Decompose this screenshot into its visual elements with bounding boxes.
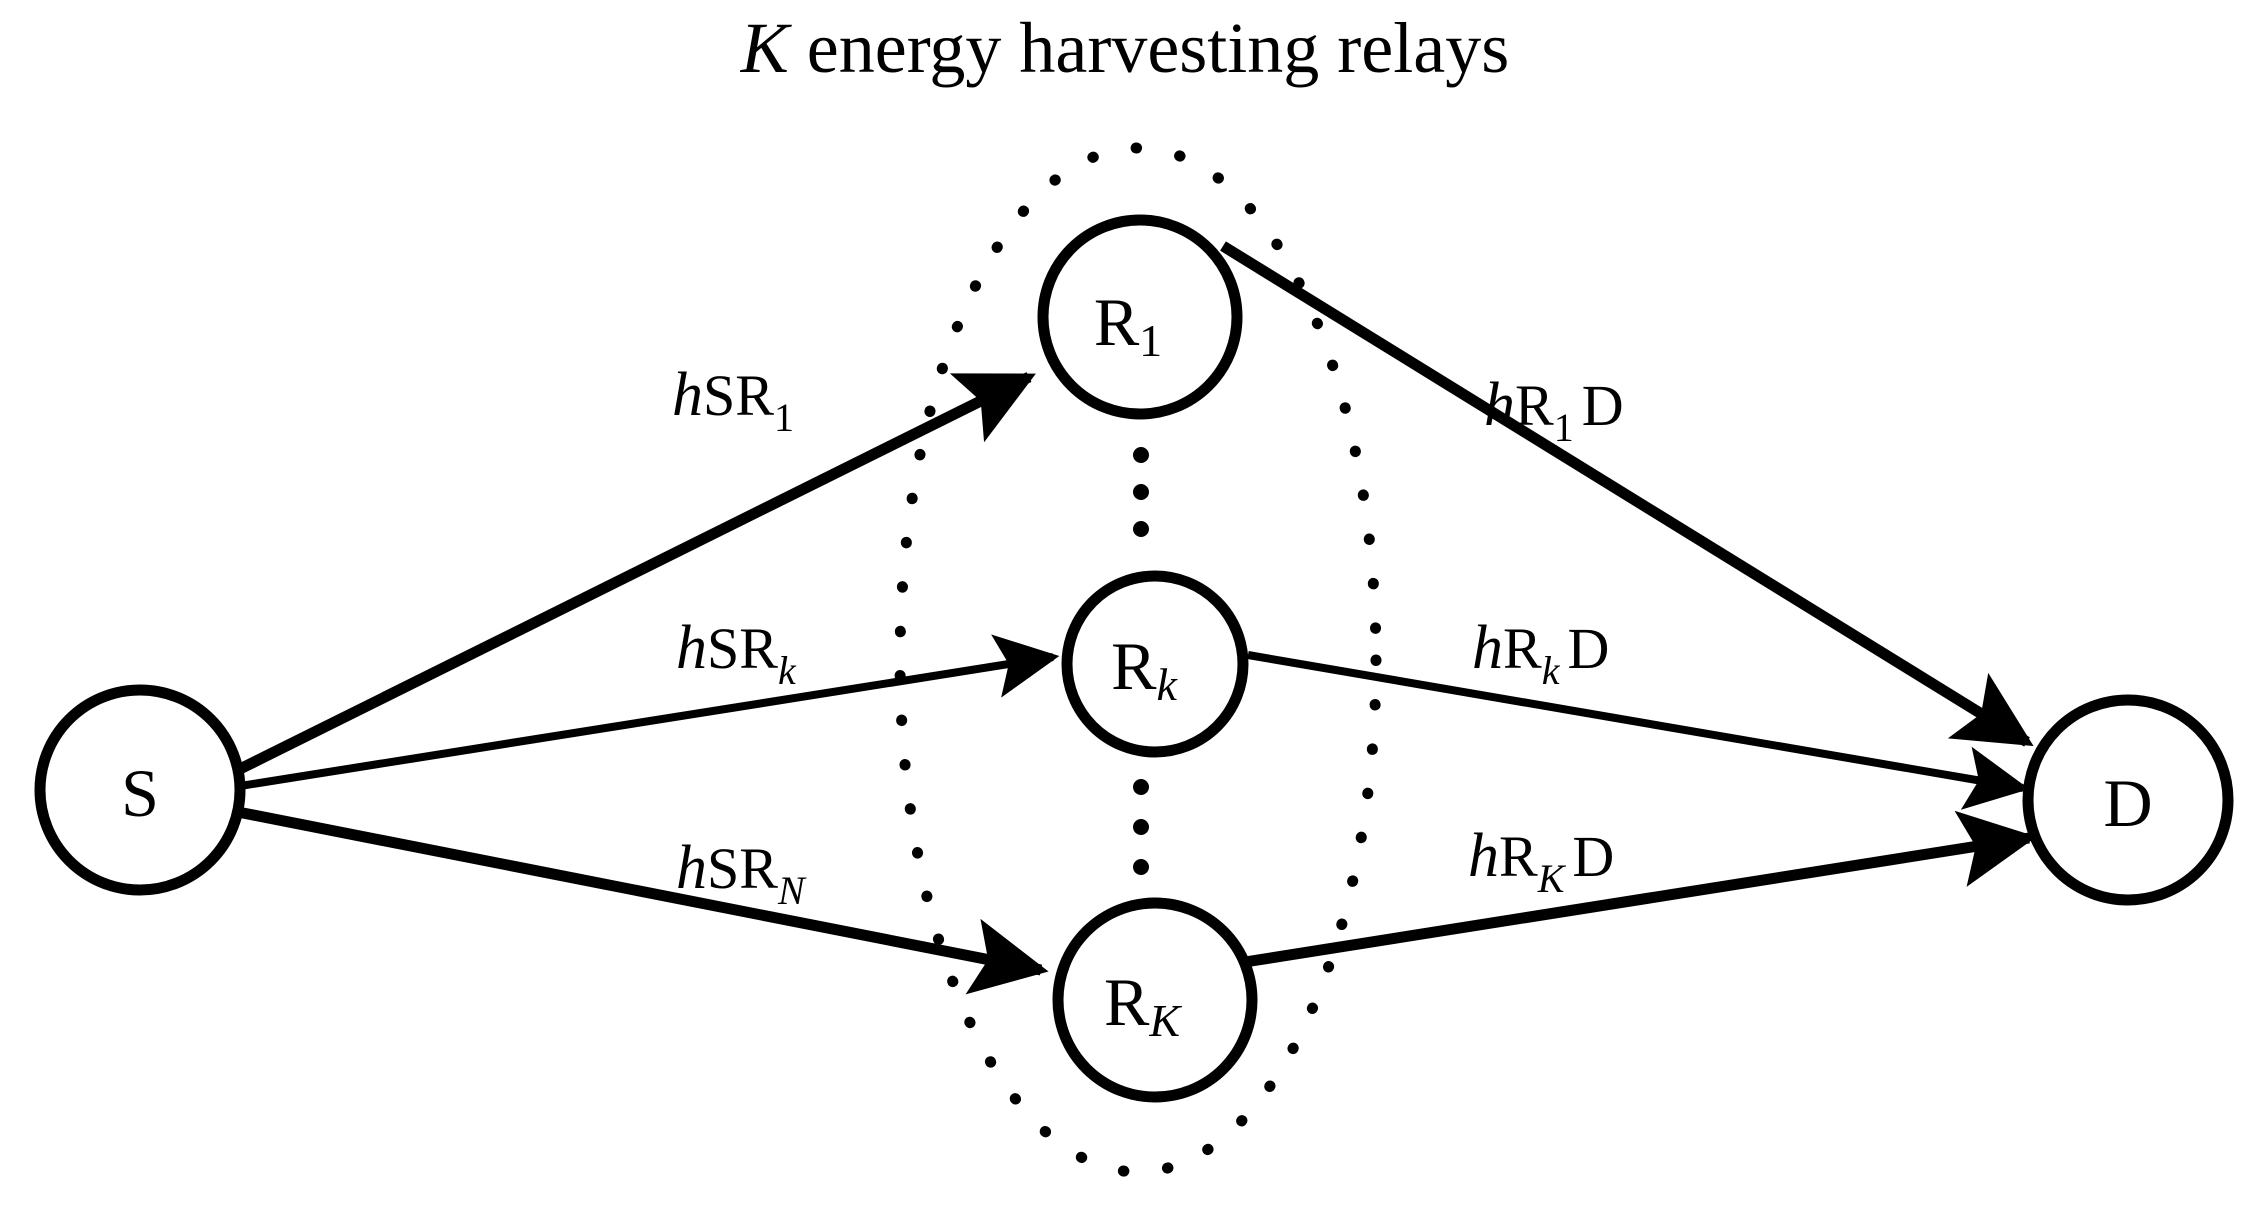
node-relay-K-subscript: K	[1148, 995, 1182, 1046]
edge-label-h-RkD-main: R	[1503, 616, 1542, 681]
node-relay-k[interactable]	[1061, 570, 1249, 758]
edge-label-h-R1D-sub: 1	[1554, 405, 1574, 450]
node-relay-1-base: R	[1094, 284, 1140, 360]
node-relay-1-subscript: 1	[1139, 315, 1162, 366]
edge-label-h-SRk-h: h	[676, 614, 707, 682]
edge-label-h-RkD-tail: D	[1567, 616, 1609, 681]
edge-label-h-RKD-h: h	[1468, 822, 1499, 890]
diagram-title-rest: energy harvesting relays	[789, 8, 1509, 88]
edge-label-h-R1D-tail: D	[1582, 373, 1624, 438]
edge-label-h-RKD-sub: K	[1537, 856, 1567, 901]
edge-relay-k-to-destination	[1247, 651, 2030, 810]
edge-source-to-relay-K	[236, 806, 1049, 995]
edge-label-h-R1D-h: h	[1484, 371, 1515, 439]
diagram-title-italic-k: K	[740, 8, 793, 88]
edge-label-h-RkD-h: h	[1472, 614, 1503, 682]
edge-relay-1-to-destination	[1220, 241, 2034, 747]
vertical-ellipsis-dot	[1133, 779, 1149, 795]
edge-label-h-SRN-sub: N	[777, 868, 807, 913]
node-destination[interactable]	[2022, 694, 2234, 906]
node-relay-1[interactable]	[1037, 214, 1243, 420]
edge-label-h-SRk-sub: k	[778, 648, 797, 693]
node-relay-K-base: R	[1104, 964, 1150, 1040]
vertical-ellipsis-dot	[1133, 819, 1149, 835]
edge-label-h-R1D-main: R	[1515, 373, 1554, 438]
node-destination-label: D	[2103, 765, 2152, 841]
edge-label-h-SR1: hSR1	[672, 361, 794, 440]
edge-label-h-SRk-main: SR	[707, 616, 778, 681]
vertical-ellipsis-dot	[1133, 447, 1149, 463]
node-relay-K-label: RK	[1104, 964, 1182, 1046]
edge-label-h-SRk: hSRk	[676, 614, 797, 693]
node-relay-K[interactable]	[1052, 897, 1258, 1103]
edge-label-h-SR1-h: h	[672, 361, 703, 429]
node-relay-k-label: Rk	[1111, 628, 1178, 710]
vertical-ellipsis-dot	[1133, 521, 1149, 537]
vertical-ellipsis-dot	[1133, 484, 1149, 500]
diagram-title: K energy harvesting relays	[740, 8, 1509, 88]
edge-label-h-SR1-main: SR	[703, 363, 774, 428]
edge-relay-K-to-destination	[1244, 810, 2037, 968]
relay-cluster-dotted-ellipse	[894, 142, 1382, 1178]
edge-label-h-SR1-sub: 1	[774, 395, 794, 440]
edge-label-h-SRN-main: SR	[707, 836, 778, 901]
edge-source-to-relay-1	[235, 372, 1036, 775]
node-relay-k-subscript: k	[1156, 659, 1178, 710]
edge-label-h-RkD-sub: k	[1542, 648, 1561, 693]
vertical-ellipsis-dot	[1133, 859, 1149, 875]
node-relay-1-label: R1	[1094, 284, 1162, 366]
node-source-label: S	[121, 755, 159, 831]
edge-label-h-SRN-h: h	[676, 834, 707, 902]
edge-label-h-RKD-main: R	[1499, 824, 1538, 889]
node-source[interactable]	[34, 684, 246, 896]
node-relay-k-base: R	[1111, 628, 1157, 704]
edge-source-to-relay-k	[239, 634, 1060, 790]
edge-label-h-SRN: hSRN	[676, 834, 807, 913]
edge-label-h-RKD-tail: D	[1572, 824, 1614, 889]
